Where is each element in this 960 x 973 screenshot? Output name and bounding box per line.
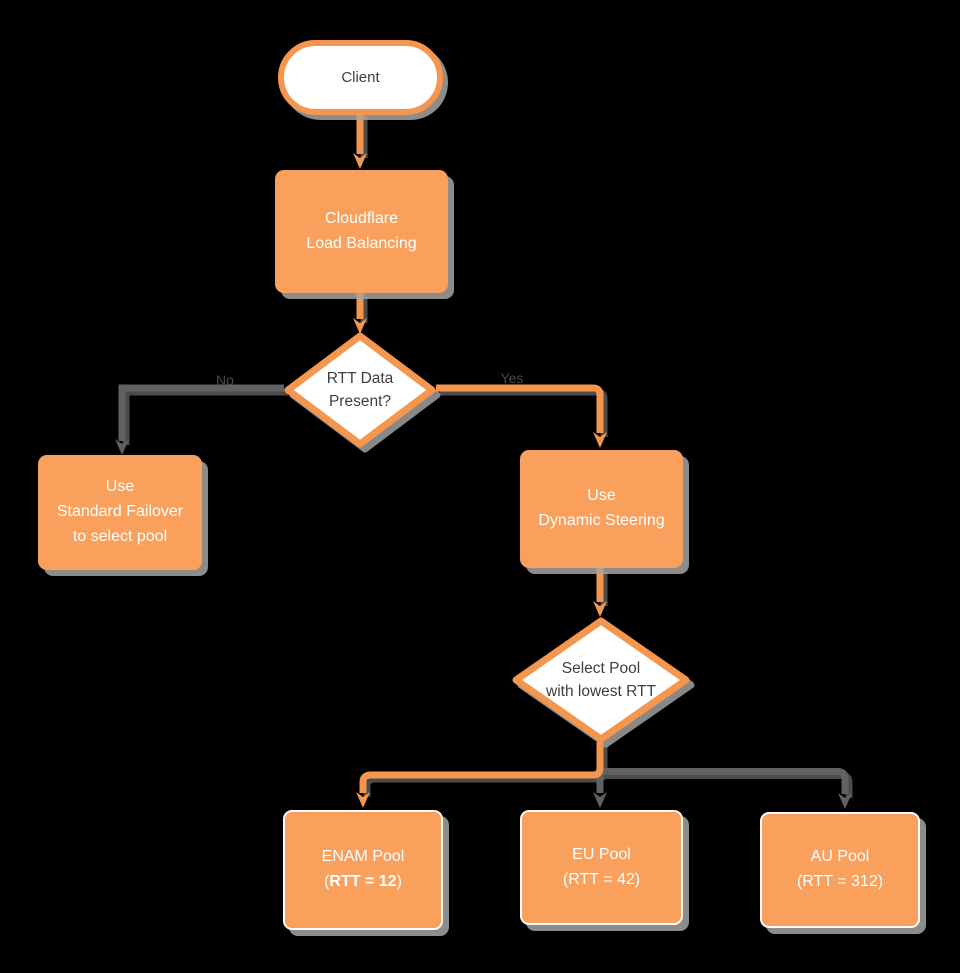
edge-label-yes: Yes <box>500 370 524 386</box>
node-standard-failover: Use Standard Failover to select pool <box>38 455 202 570</box>
node-client: Client <box>278 40 443 115</box>
node-rtt-decision-label: RTT Data Present? <box>326 369 394 410</box>
node-label: Cloudflare Load Balancing <box>306 209 417 252</box>
node-label: Use Standard Failover to select pool <box>56 478 184 545</box>
node-label: Use Dynamic Steering <box>538 487 665 529</box>
node-label: EU Pool (RTT = 42) <box>562 845 641 888</box>
connector-shadow-layer <box>122 116 853 798</box>
node-label: ENAM Pool (RTT = 12) <box>322 845 405 895</box>
enam-pool-title: ENAM Pool <box>321 848 405 866</box>
arrow-down-icon <box>353 153 367 169</box>
edge-enam-pool-connector <box>359 742 604 793</box>
edge-no-connector <box>118 384 284 441</box>
node-eu-pool: EU Pool (RTT = 42) <box>520 810 683 925</box>
node-au-pool: AU Pool (RTT = 312) <box>760 812 920 928</box>
arrow-down-icon <box>593 601 607 617</box>
arrow-down-icon <box>356 792 370 808</box>
arrow-down-icon <box>593 792 607 808</box>
node-cloudflare-load-balancing: Cloudflare Load Balancing <box>275 170 448 293</box>
node-label: AU Pool (RTT = 312) <box>796 848 884 890</box>
arrow-down-icon <box>353 318 367 334</box>
arrow-down-icon <box>593 432 607 448</box>
arrow-down-icon <box>115 439 129 455</box>
node-dynamic-steering: Use Dynamic Steering <box>520 450 683 568</box>
edge-yes-connector <box>436 384 604 433</box>
arrow-down-icon <box>838 793 852 809</box>
node-label: Client <box>341 69 380 86</box>
node-select-pool-shape <box>512 617 690 743</box>
edge-au-pool-connector <box>600 768 849 794</box>
edge-label-no: No <box>216 372 234 388</box>
node-enam-pool: ENAM Pool (RTT = 12) <box>283 810 443 930</box>
node-rtt-decision-shape <box>284 332 436 448</box>
enam-pool-rtt: (RTT = 12) <box>324 873 402 890</box>
node-select-pool-label: Select Pool with lowest RTT <box>546 659 656 700</box>
